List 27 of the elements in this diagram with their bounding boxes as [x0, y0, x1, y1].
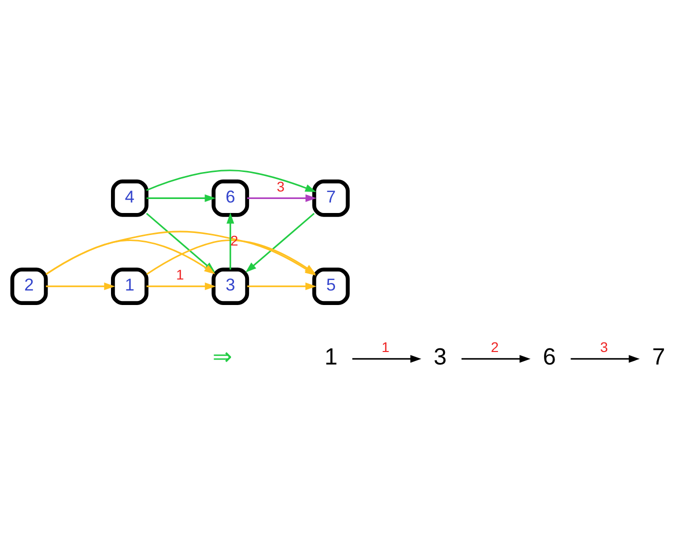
- node-box: 2: [10, 268, 48, 306]
- node-box: 6: [212, 179, 250, 217]
- edge-label: 3: [276, 178, 285, 194]
- node-box: 3: [212, 268, 250, 306]
- arrow: [245, 212, 315, 273]
- arrow: [146, 194, 216, 202]
- edge-label: 1: [176, 266, 184, 283]
- node-box: 1: [111, 268, 148, 306]
- node-text: 1: [324, 344, 338, 370]
- arrow: [247, 282, 316, 290]
- node-text: 7: [652, 344, 666, 370]
- arrow: [146, 282, 216, 290]
- node-text: 6: [542, 344, 556, 370]
- node-box: 5: [312, 268, 350, 306]
- node-box: 4: [111, 179, 148, 217]
- arrow: [146, 170, 316, 192]
- arrow: [462, 355, 531, 363]
- arrow: [247, 194, 316, 202]
- edge-label: 1: [382, 339, 390, 356]
- arrow: [46, 282, 116, 290]
- arrow: [570, 355, 640, 363]
- arrow: [352, 355, 422, 363]
- edge-label: 3: [600, 339, 608, 356]
- node-box: 7: [312, 179, 350, 217]
- edge-label: 2: [490, 339, 499, 356]
- node-text: 3: [434, 344, 447, 370]
- label: ⇒: [212, 344, 232, 370]
